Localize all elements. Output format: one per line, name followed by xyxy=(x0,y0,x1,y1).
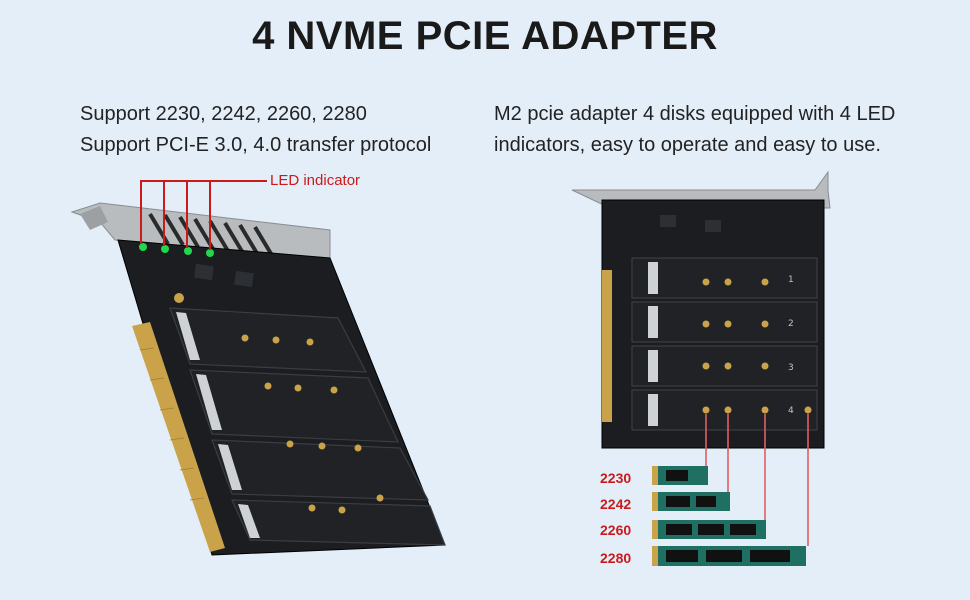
ssd-size-label-2260: 2260 xyxy=(600,522,632,538)
led-indicators xyxy=(139,243,214,257)
slot-number-3: 3 xyxy=(788,363,794,373)
ssd-2230-stick xyxy=(652,466,708,485)
controller-chip xyxy=(194,263,214,281)
m2-connectors xyxy=(176,312,260,538)
slot-number-4: 4 xyxy=(788,406,794,416)
slot-number-labels: 1 2 3 4 xyxy=(788,275,794,416)
slot-number-2: 2 xyxy=(788,319,794,329)
led-callout-lines xyxy=(140,180,267,250)
led-description-line2: indicators, easy to operate and easy to … xyxy=(494,134,881,156)
ssd-2280-stick xyxy=(652,546,806,566)
led-1-icon xyxy=(139,243,147,251)
ssd-2242-stick xyxy=(652,492,730,511)
slot-number-1: 1 xyxy=(788,275,794,285)
mount-hole xyxy=(174,293,184,303)
led-description-line1: M2 pcie adapter 4 disks equipped with 4 … xyxy=(494,103,896,125)
controller-chip xyxy=(660,215,676,227)
left-description: Support 2230, 2242, 2260, 2280 Support P… xyxy=(80,99,431,161)
controller-chip xyxy=(705,220,721,232)
m2-slot-rows xyxy=(631,257,818,431)
led-4-icon xyxy=(206,249,214,257)
right-description: M2 pcie adapter 4 disks equipped with 4 … xyxy=(494,99,895,161)
ssd-sticks xyxy=(652,466,806,566)
supported-protocol-text: Support PCI-E 3.0, 4.0 transfer protocol xyxy=(80,134,432,156)
pcie-gold-fingers xyxy=(602,270,612,422)
page-title: 4 NVME PCIE ADAPTER xyxy=(252,14,718,58)
led-2-icon xyxy=(161,245,169,253)
led-3-icon xyxy=(184,247,192,255)
m2-slot-rows xyxy=(169,307,446,546)
ssd-callout-lines xyxy=(705,414,809,546)
standoff-holes xyxy=(241,334,384,514)
adapter-card-perspective xyxy=(70,180,446,556)
ssd-2260-stick xyxy=(652,520,766,539)
bracket-tab xyxy=(80,206,108,230)
adapter-card-front: 1 2 3 4 xyxy=(571,170,831,546)
ssd-size-label-2230: 2230 xyxy=(600,470,632,486)
standoff-holes xyxy=(702,278,812,414)
led-indicator-label: LED indicator xyxy=(270,172,361,189)
supported-sizes-text: Support 2230, 2242, 2260, 2280 xyxy=(80,103,367,125)
controller-chip xyxy=(234,270,254,288)
ssd-size-label-2242: 2242 xyxy=(600,496,632,512)
ssd-size-label-2280: 2280 xyxy=(600,550,632,566)
m2-connectors xyxy=(648,262,658,426)
bracket-vent-slots xyxy=(148,212,275,259)
